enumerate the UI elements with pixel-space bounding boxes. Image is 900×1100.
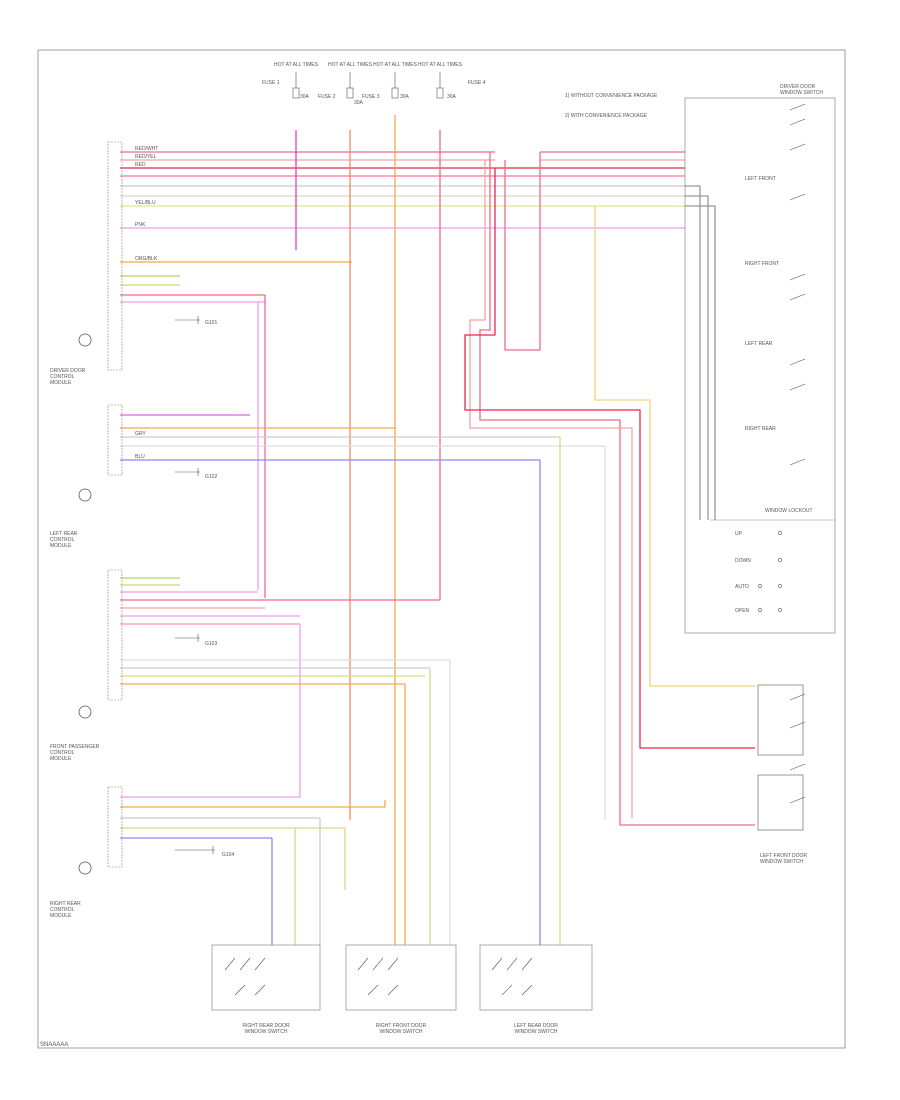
wire-tag-7: BLU (135, 454, 145, 460)
switch-contact-icon (758, 103, 806, 612)
wire-tag-4: YEL/BLU (135, 200, 156, 206)
wires (120, 115, 755, 945)
rr-switch-label-2: WINDOW SWITCH (244, 1029, 287, 1035)
module-3-name: FRONT PASSENGER (50, 744, 100, 750)
module-4-sub: CONTROL (50, 907, 75, 913)
master-row-2: DOWN (735, 558, 751, 564)
lr-switch-label-2: WINDOW SWITCH (514, 1029, 557, 1035)
fuse-header-1: HOT AT ALL TIMES (274, 62, 319, 68)
fuse-label-1: FUSE 1 (262, 80, 280, 86)
master-lock-label: WINDOW LOCKOUT (765, 508, 813, 514)
wire-tag-1: RED/WHT (135, 146, 158, 152)
module-1-sub2: MODULE (50, 380, 72, 386)
wire-tag-3: RED (135, 162, 146, 168)
fuse-amp-4: 30A (447, 94, 457, 100)
lf-switch-label-2: WINDOW SWITCH (760, 859, 803, 865)
lr-switch-box (479, 944, 593, 1011)
lf-door-switch (757, 684, 806, 831)
fuse-header-2: HOT AT ALL TIMES (328, 62, 373, 68)
fuse-amp-2: 30A (354, 100, 364, 106)
module-box-1 (107, 141, 123, 371)
fuse-amp-3: 30A (400, 94, 410, 100)
master-row-4: OPEN (735, 608, 750, 614)
rf-switch-label-2: WINDOW SWITCH (379, 1029, 422, 1035)
master-section-1: LEFT FRONT (745, 176, 776, 182)
rr-switch-box (211, 944, 321, 1011)
lf-switch-label-1: LEFT FRONT DOOR (760, 853, 807, 859)
fuse-label-3: FUSE 3 (362, 94, 380, 100)
module-box-2 (107, 404, 123, 476)
ground-label-3: G103 (205, 641, 217, 647)
ground-label-1: G101 (205, 320, 217, 326)
master-section-2: RIGHT FRONT (745, 261, 779, 267)
wire-tag-2: RED/YEL (135, 154, 157, 160)
module-box-4 (107, 786, 123, 868)
master-switch-sub: WINDOW SWITCH (780, 90, 823, 96)
module-2-name: LEFT REAR (50, 531, 78, 537)
ground-icon (175, 316, 215, 854)
module-2-sub: CONTROL (50, 537, 75, 543)
module-4-sub2: MODULE (50, 913, 72, 919)
diagram-frame (37, 49, 846, 1049)
rr-switch-label-1: RIGHT REAR DOOR (242, 1023, 290, 1029)
ground-label-4: G104 (222, 852, 234, 858)
wire-tag-6: PNK (135, 222, 146, 228)
rf-switch-label-1: RIGHT FRONT DOOR (376, 1023, 427, 1029)
fuse-header-3: HOT AT ALL TIMES (373, 62, 418, 68)
note-2: 2) WITH CONVENIENCE PACKAGE (565, 113, 648, 119)
bottom-switches: RIGHT REAR DOOR WINDOW SWITCH RIGHT FRON… (211, 944, 593, 1035)
fuse-block: HOT AT ALL TIMES HOT AT ALL TIMES HOT AT… (262, 62, 486, 106)
module-1-name: DRIVER DOOR (50, 368, 86, 374)
master-switch-box (684, 97, 836, 634)
switch-contact-icon (224, 957, 533, 996)
master-row-1: UP (735, 531, 743, 537)
module-box-3 (107, 569, 123, 701)
master-section-3: LEFT REAR (745, 341, 773, 347)
module-4-name: RIGHT REAR (50, 901, 81, 907)
fuse-symbols (292, 72, 444, 99)
fuse-header-4: HOT AT ALL TIMES (418, 62, 463, 68)
module-3-sub2: MODULE (50, 756, 72, 762)
wire-tag-8: GRY (135, 431, 146, 437)
ground-label-2: G102 (205, 474, 217, 480)
fuse-amp-1: 30A (300, 94, 310, 100)
fuse-label-2: FUSE 2 (318, 94, 336, 100)
master-window-switch: DRIVER DOOR WINDOW SWITCH LEFT FRONT RIG… (684, 84, 836, 634)
module-3-sub: CONTROL (50, 750, 75, 756)
master-switch-title: DRIVER DOOR (780, 84, 816, 90)
master-section-4: RIGHT REAR (745, 426, 776, 432)
module-1-sub: CONTROL (50, 374, 75, 380)
footer-code: SNAAAAA (40, 1042, 68, 1048)
master-row-3: AUTO (735, 584, 749, 590)
motor-icon (78, 333, 92, 875)
rf-switch-box (345, 944, 457, 1011)
fuse-label-4: FUSE 4 (468, 80, 486, 86)
module-2-sub2: MODULE (50, 543, 72, 549)
wire-tag-5: ORG/BLK (135, 256, 158, 262)
control-modules: DRIVER DOOR CONTROL MODULE LEFT REAR CON… (50, 141, 234, 919)
note-1: 1) WITHOUT CONVENIENCE PACKAGE (565, 93, 658, 99)
lr-switch-label-1: LEFT REAR DOOR (514, 1023, 558, 1029)
